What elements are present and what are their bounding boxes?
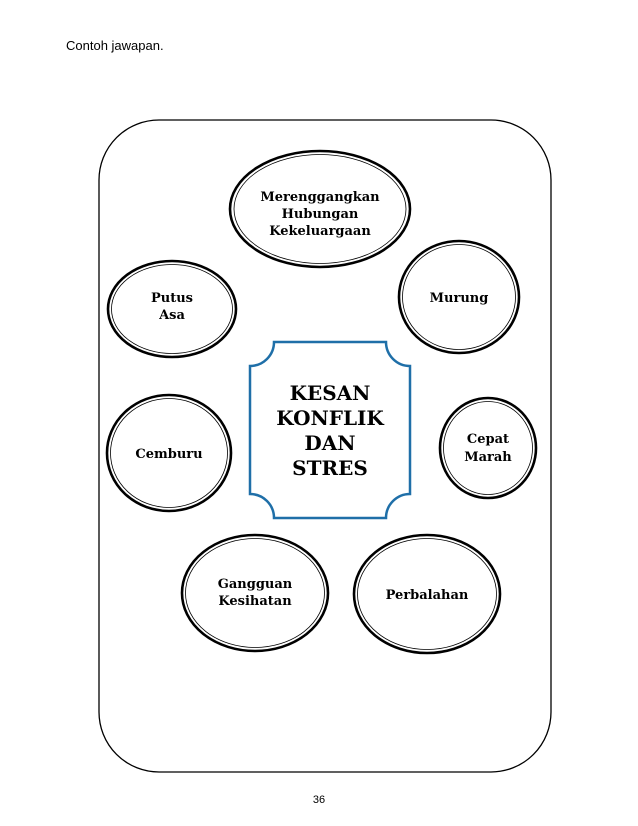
node-merenggangkan-line-3: Kekeluargaan: [269, 224, 371, 239]
node-ellipse: [438, 396, 538, 500]
center-line-1: KESAN: [290, 381, 371, 405]
node-merenggangkan-line-2: Hubungan: [282, 207, 359, 222]
node-murung-line-1: Murung: [430, 291, 489, 306]
center-line-4: STRES: [292, 456, 368, 480]
node-putus-asa: Putus Asa: [106, 259, 238, 359]
node-perbalahan-line-1: Perbalahan: [386, 588, 469, 603]
node-ellipse-inner: [110, 398, 228, 508]
center-node: KESAN KONFLIK DAN STRES: [248, 340, 412, 520]
node-ellipse-inner: [233, 154, 407, 264]
node-ellipse: [106, 259, 238, 359]
node-ellipse-inner: [443, 401, 533, 495]
node-ellipse: [228, 149, 412, 269]
node-cepat-marah-line-2: Marah: [464, 450, 512, 465]
node-cepat-marah-line-1: Cepat: [467, 432, 509, 447]
center-line-3: DAN: [304, 431, 355, 455]
node-cemburu-line-1: Cemburu: [135, 447, 202, 462]
node-ellipse-inner: [357, 538, 497, 650]
node-ellipse: [397, 239, 521, 355]
outer-frame: [98, 119, 552, 773]
node-perbalahan: Perbalahan: [352, 533, 502, 655]
center-line-2: KONFLIK: [276, 406, 384, 430]
node-gangguan-kesihatan-line-1: Gangguan: [218, 577, 293, 592]
node-merenggangkan-line-1: Merenggangkan: [260, 190, 380, 205]
node-ellipse: [180, 533, 330, 653]
node-ellipse-inner: [111, 264, 233, 354]
center-box: [248, 340, 412, 520]
node-putus-asa-line-1: Putus: [151, 291, 193, 306]
node-merenggangkan: Merenggangkan Hubungan Kekeluargaan: [228, 149, 412, 269]
node-ellipse-inner: [185, 538, 325, 648]
node-putus-asa-line-2: Asa: [158, 308, 185, 323]
node-gangguan-kesihatan-line-2: Kesihatan: [218, 594, 292, 609]
node-ellipse: [352, 533, 502, 655]
node-cemburu: Cemburu: [105, 393, 233, 513]
caption: Contoh jawapan.: [66, 38, 164, 53]
node-ellipse: [105, 393, 233, 513]
node-gangguan-kesihatan: Gangguan Kesihatan: [180, 533, 330, 653]
node-ellipse-inner: [402, 244, 516, 350]
node-cepat-marah: Cepat Marah: [438, 396, 538, 500]
node-murung: Murung: [397, 239, 521, 355]
page-number: 36: [312, 794, 326, 806]
